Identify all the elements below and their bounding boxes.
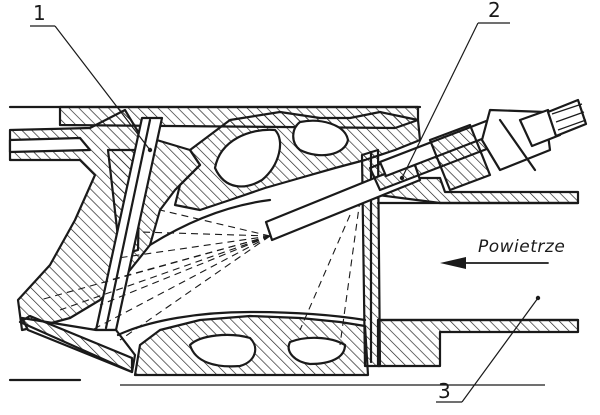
label-2: 2 xyxy=(488,0,501,22)
intake-pipe xyxy=(376,176,580,368)
arrow-left-icon xyxy=(440,257,549,269)
leader-lines xyxy=(30,22,541,403)
port-channel-bottom xyxy=(116,310,367,337)
label-1: 1 xyxy=(33,1,46,25)
air-flow-label: Powietrze xyxy=(478,237,565,257)
intake-valve xyxy=(18,116,164,374)
port-lower-body xyxy=(133,314,370,377)
label-3: 3 xyxy=(438,379,451,403)
port-channel-top xyxy=(148,198,272,247)
fuel-spray-cone xyxy=(39,199,361,346)
